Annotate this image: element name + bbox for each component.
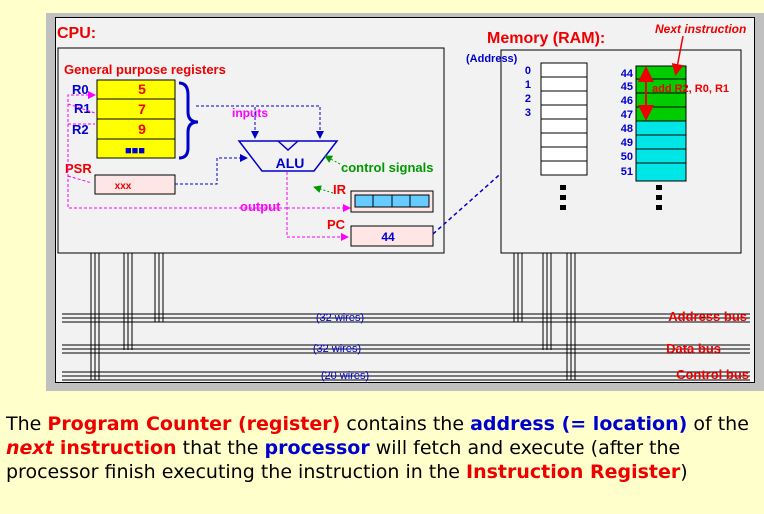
caption-program-counter: Program Counter (register) bbox=[47, 413, 341, 435]
address-label: (Address) bbox=[466, 53, 518, 65]
register-r2-name: R2 bbox=[72, 122, 89, 137]
control-signals-label: control signals bbox=[341, 160, 433, 175]
cpu-title: CPU: bbox=[57, 25, 96, 42]
address-50: 50 bbox=[621, 151, 633, 163]
address-49: 49 bbox=[621, 137, 633, 149]
address-48: 48 bbox=[621, 123, 633, 135]
caption-processor: processor bbox=[264, 437, 370, 459]
output-label: output bbox=[240, 199, 281, 214]
memory-low-ellipsis bbox=[560, 185, 566, 210]
address-2: 2 bbox=[525, 93, 531, 105]
address-45: 45 bbox=[621, 81, 633, 93]
psr-register bbox=[94, 174, 176, 195]
inputs-arrow-left bbox=[196, 105, 259, 139]
register-r0-name: R0 bbox=[72, 82, 89, 97]
inputs-arrow-right bbox=[196, 105, 324, 139]
register-r2-value: 9 bbox=[138, 121, 146, 137]
inputs-label: inputs bbox=[232, 106, 268, 120]
address-bus-label: Address bus bbox=[668, 309, 747, 324]
caption-text: that the bbox=[176, 437, 265, 459]
address-44: 44 bbox=[621, 68, 634, 80]
alu-label: ALU bbox=[276, 155, 305, 171]
memory-column-low bbox=[540, 62, 588, 176]
output-to-pc-arrow bbox=[286, 172, 349, 241]
control-bus-label: Control bus bbox=[676, 367, 749, 382]
program-counter bbox=[350, 225, 434, 247]
instruction-text: add R2, R0, R1 bbox=[652, 83, 729, 95]
memory-high-ellipsis bbox=[656, 185, 662, 210]
caption-next: next bbox=[6, 437, 54, 459]
caption: The Program Counter (register) contains … bbox=[6, 412, 758, 484]
address-1: 1 bbox=[525, 79, 531, 91]
psr-to-alu-arrow bbox=[175, 154, 248, 185]
control-bus-wires: (20 wires) bbox=[321, 370, 369, 382]
address-bus bbox=[62, 313, 750, 323]
caption-instruction: instruction bbox=[59, 437, 177, 459]
address-46: 46 bbox=[621, 95, 633, 107]
data-bus bbox=[62, 344, 750, 354]
data-bus-wires: (32 wires) bbox=[313, 343, 361, 355]
caption-text: of the bbox=[687, 413, 749, 435]
address-51: 51 bbox=[621, 166, 633, 178]
ir-label: IR bbox=[333, 182, 347, 197]
register-r1-value: 7 bbox=[138, 101, 146, 117]
memory-bus-connectors bbox=[513, 253, 576, 380]
registers-title: General purpose registers bbox=[64, 62, 226, 77]
control-bus bbox=[62, 371, 750, 381]
caption-instruction-register: Instruction Register bbox=[466, 461, 681, 483]
computer-architecture-diagram: (32 wires) (32 wires) (20 wires) Address… bbox=[57, 22, 750, 382]
pc-value: 44 bbox=[381, 230, 395, 244]
register-r0-value: 5 bbox=[138, 81, 146, 97]
registers-brace bbox=[178, 81, 199, 160]
control-signals-arrow-alu bbox=[324, 155, 341, 165]
memory-title: Memory (RAM): bbox=[487, 30, 605, 47]
psr-value: xxx bbox=[115, 181, 132, 192]
cpu-bus-connectors bbox=[90, 253, 164, 380]
address-0: 0 bbox=[525, 65, 531, 77]
alu-shape bbox=[237, 140, 339, 172]
caption-text: contains the bbox=[340, 413, 471, 435]
address-47: 47 bbox=[621, 109, 633, 121]
address-3: 3 bbox=[525, 107, 531, 119]
next-instruction-arrow bbox=[671, 35, 684, 76]
psr-label: PSR bbox=[65, 161, 92, 176]
data-bus-label: Data bus bbox=[666, 341, 721, 356]
output-to-registers-arrow bbox=[67, 91, 287, 209]
address-bus-wires: (32 wires) bbox=[316, 312, 364, 324]
caption-address: address (= location) bbox=[470, 413, 688, 435]
caption-text: The bbox=[6, 413, 48, 435]
caption-text: will fetch and execute (after the proces… bbox=[6, 437, 681, 483]
control-signals-arrow-ir bbox=[313, 185, 334, 194]
next-instruction-label: Next instruction bbox=[655, 22, 746, 36]
pc-label: PC bbox=[327, 217, 346, 232]
registers-more: ■■■ bbox=[125, 145, 145, 157]
caption-text: ) bbox=[680, 461, 688, 483]
